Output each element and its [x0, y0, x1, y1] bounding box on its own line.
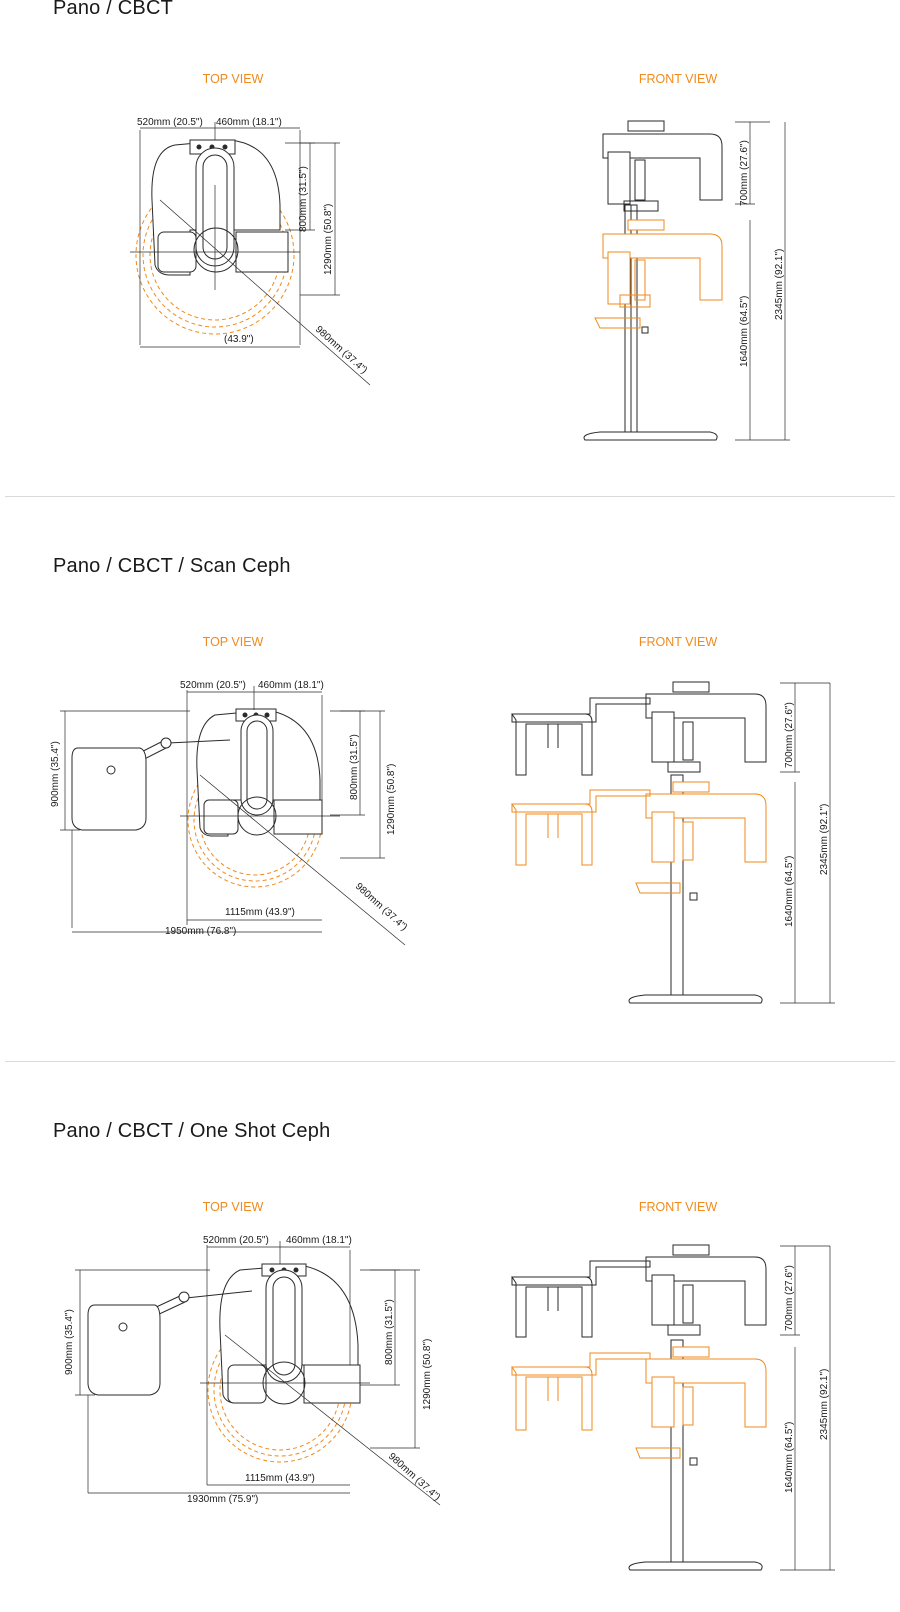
dim-1640: 1640mm (64.5"): [784, 1422, 795, 1493]
section-pano-cbct-scan-ceph: Pano / CBCT / Scan Ceph TOP VIEW FRONT V…: [0, 500, 900, 1065]
dim-bottom: (43.9"): [224, 334, 254, 345]
section-divider: [5, 496, 895, 497]
dim-700: 700mm (27.6"): [784, 1265, 795, 1331]
front-view-diagram: 700mm (27.6") 1640mm (64.5") 2345mm (92.…: [511, 1244, 835, 1571]
dim-2345: 2345mm (92.1"): [819, 1369, 830, 1440]
top-view-label: TOP VIEW: [202, 72, 264, 86]
dim-800: 800mm (31.5"): [384, 1299, 395, 1365]
dim-800: 800mm (31.5"): [298, 166, 309, 232]
dim-1640: 1640mm (64.5"): [784, 856, 795, 927]
dim-1290: 1290mm (50.8"): [386, 764, 397, 835]
pano-cbct-drawing: 520mm (20.5") 460mm (18.1") 800mm (31.5"…: [130, 117, 790, 441]
scan-ceph-drawing: 520mm (20.5") 460mm (18.1") 800mm (31.5"…: [50, 680, 835, 1004]
dim-1115: 1115mm (43.9"): [245, 1473, 315, 1484]
dim-520: 520mm (20.5"): [137, 117, 203, 128]
dim-520: 520mm (20.5"): [180, 680, 246, 691]
dim-460: 460mm (18.1"): [258, 680, 324, 691]
dim-1640: 1640mm (64.5"): [739, 296, 750, 367]
section-divider: [5, 1061, 895, 1062]
dim-1115: 1115mm (43.9"): [225, 907, 295, 918]
section-pano-cbct-one-shot-ceph: Pano / CBCT / One Shot Ceph TOP VIEW FRO…: [0, 1065, 900, 1612]
front-view-diagram: 700mm (27.6") 1640mm (64.5") 2345mm (92.…: [583, 120, 790, 441]
top-view-label: TOP VIEW: [202, 1200, 264, 1214]
dim-520: 520mm (20.5"): [203, 1235, 269, 1246]
dim-2345: 2345mm (92.1"): [819, 804, 830, 875]
top-view-diagram: 520mm (20.5") 460mm (18.1") 800mm (31.5"…: [130, 117, 371, 386]
dim-1290: 1290mm (50.8"): [422, 1339, 433, 1410]
top-view-diagram: 520mm (20.5") 460mm (18.1") 800mm (31.5"…: [64, 1235, 442, 1506]
front-view-diagram: 700mm (27.6") 1640mm (64.5") 2345mm (92.…: [511, 681, 835, 1004]
dim-900: 900mm (35.4"): [64, 1309, 75, 1375]
section-title: Pano / CBCT: [53, 0, 174, 19]
top-view-diagram: 520mm (20.5") 460mm (18.1") 800mm (31.5"…: [50, 680, 409, 946]
top-view-label: TOP VIEW: [202, 635, 264, 649]
section-title: Pano / CBCT / One Shot Ceph: [53, 1120, 331, 1142]
dim-diag: 980mm (37.4"): [313, 324, 369, 376]
dim-460: 460mm (18.1"): [216, 117, 282, 128]
dim-700: 700mm (27.6"): [784, 702, 795, 768]
one-shot-ceph-drawing: 520mm (20.5") 460mm (18.1") 800mm (31.5"…: [64, 1235, 835, 1571]
dim-diag: 980mm (37.4"): [386, 1451, 442, 1503]
dim-460: 460mm (18.1"): [286, 1235, 352, 1246]
dim-1290: 1290mm (50.8"): [323, 204, 334, 275]
dim-total: 1950mm (76.8"): [165, 926, 236, 937]
dim-total: 1930mm (75.9"): [187, 1494, 258, 1505]
dim-700: 700mm (27.6"): [739, 140, 750, 206]
front-view-label: FRONT VIEW: [638, 1200, 718, 1214]
section-pano-cbct: Pano / CBCT TOP VIEW FRONT VIEW: [0, 0, 900, 500]
front-view-label: FRONT VIEW: [638, 72, 718, 86]
dim-800: 800mm (31.5"): [349, 734, 360, 800]
dim-2345: 2345mm (92.1"): [774, 249, 785, 320]
dim-900: 900mm (35.4"): [50, 741, 61, 807]
front-view-label: FRONT VIEW: [638, 635, 718, 649]
section-title: Pano / CBCT / Scan Ceph: [53, 555, 291, 577]
